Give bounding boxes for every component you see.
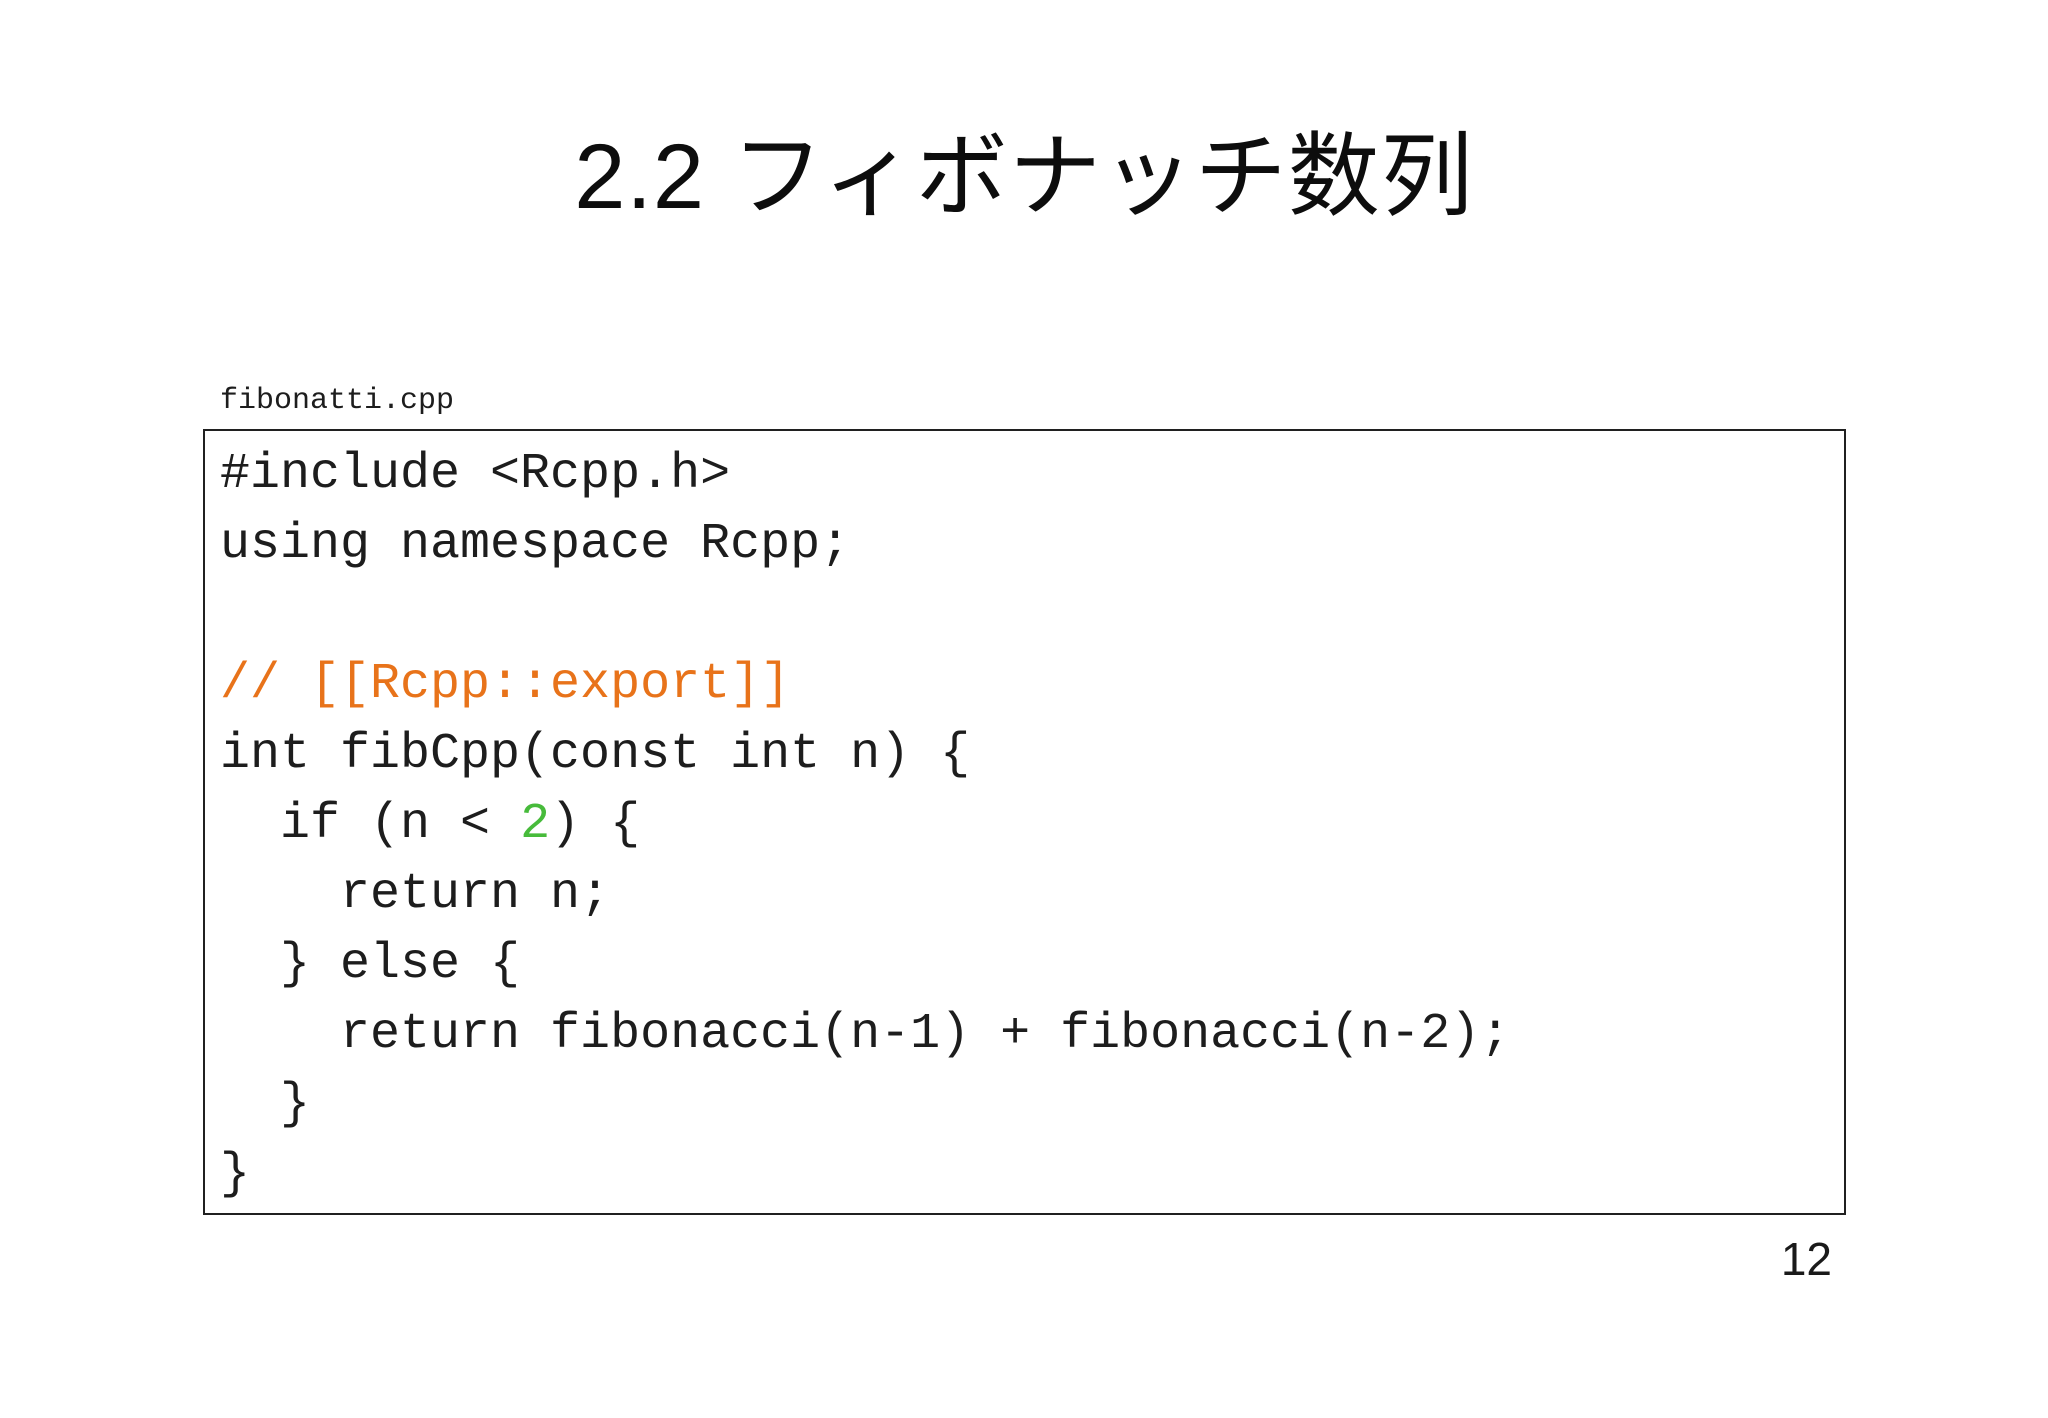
code-line: } [220, 1070, 1844, 1140]
code-line: // [[Rcpp::export]] [220, 650, 1844, 720]
code-token: int fibCpp(const int n) { [220, 726, 971, 783]
code-line: } else { [220, 930, 1844, 1000]
code-line: if (n < 2) { [220, 790, 1844, 860]
code-token: if (n < [220, 796, 521, 853]
code-line: return fibonacci(n-1) + fibonacci(n-2); [220, 1000, 1844, 1070]
code-line: return n; [220, 860, 1844, 930]
code-token-number: 2 [520, 796, 551, 853]
code-line [220, 580, 1844, 650]
code-token: return n; [220, 866, 611, 923]
code-token: using namespace Rcpp; [220, 516, 851, 573]
code-filename-label: fibonatti.cpp [220, 384, 455, 418]
code-token: #include <Rcpp.h> [220, 446, 731, 503]
code-line: } [220, 1140, 1844, 1210]
code-token: return fibonacci(n-1) + fibonacci(n-2); [220, 1006, 1511, 1063]
slide-title: 2.2 フィボナッチ数列 [574, 126, 1474, 228]
code-line: #include <Rcpp.h> [220, 440, 1844, 510]
page-number: 12 [1780, 1233, 1832, 1285]
code-box: #include <Rcpp.h> using namespace Rcpp; /… [203, 429, 1846, 1215]
code-token: } [220, 1146, 251, 1203]
code-token: } else { [220, 936, 521, 993]
code-line: using namespace Rcpp; [220, 510, 1844, 580]
code-line: int fibCpp(const int n) { [220, 720, 1844, 790]
code-token: ) { [550, 796, 641, 853]
code-token: } [220, 1076, 311, 1133]
code-token-comment: // [[Rcpp::export]] [220, 656, 791, 713]
